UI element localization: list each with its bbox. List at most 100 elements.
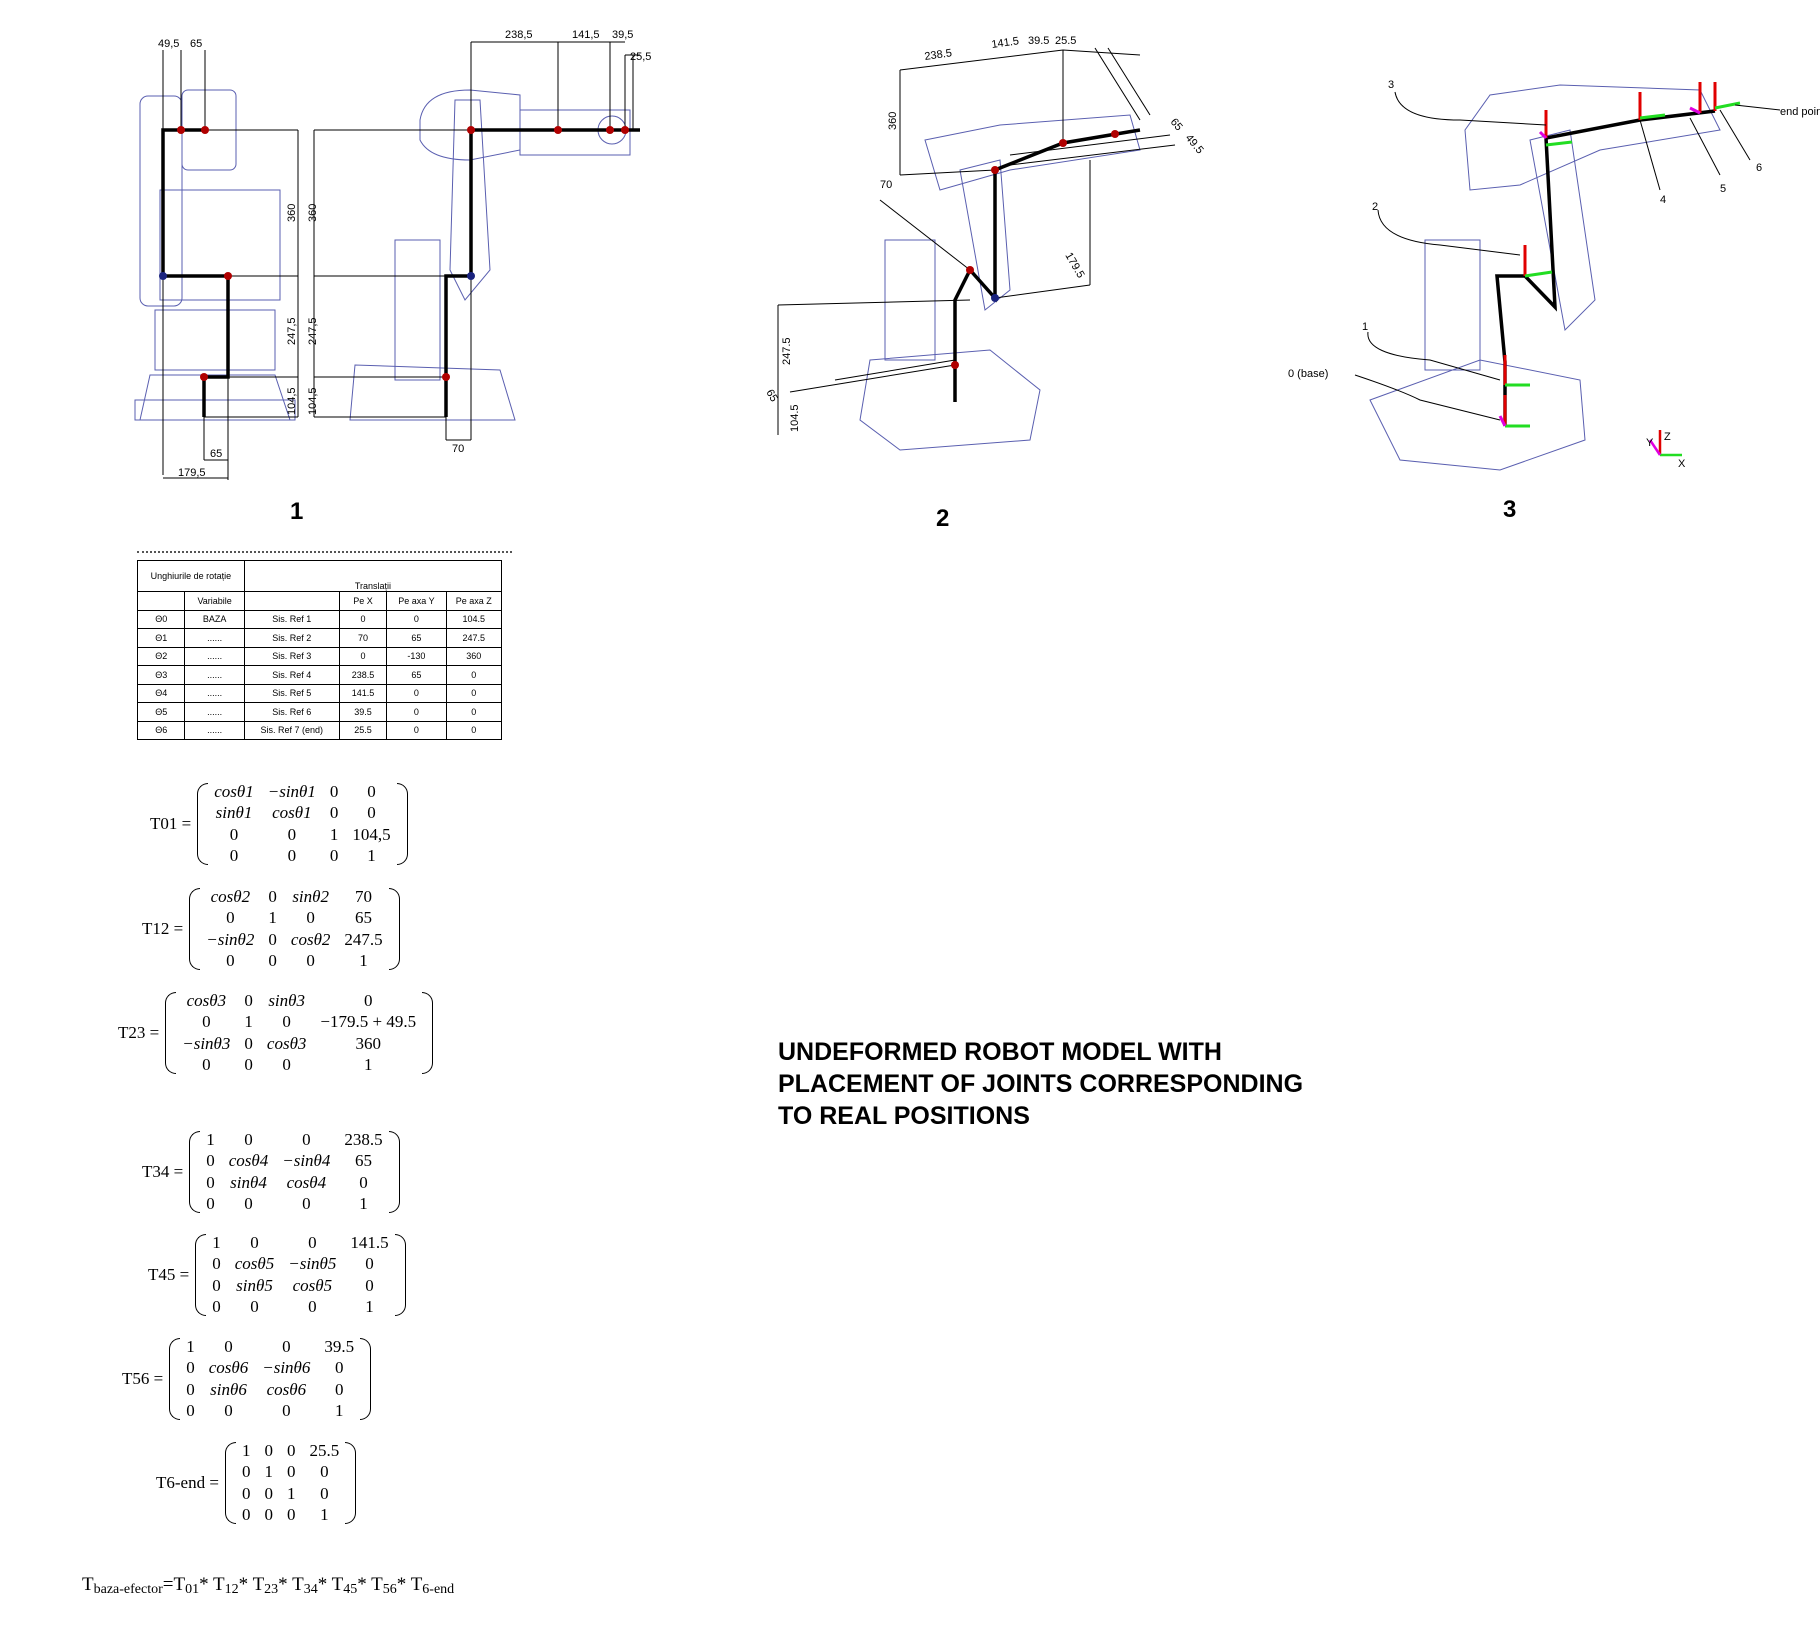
matrix-cell: 0 xyxy=(306,951,315,971)
matrix-cell: cosθ4 xyxy=(228,1151,269,1171)
formula-symbol: T xyxy=(331,1574,344,1595)
matrix-cell: 0 xyxy=(287,846,297,866)
table-cell: 0 xyxy=(386,702,447,722)
dim-label: 104,5 xyxy=(286,387,298,415)
header-cell: Translații xyxy=(243,560,503,592)
matrix-cell: 247.5 xyxy=(344,929,383,949)
formula-subscript: 12 xyxy=(224,1582,239,1597)
dim-label: 141.5 xyxy=(991,35,1020,51)
table-cell: Sis. Ref 7 (end) xyxy=(243,720,340,740)
caption-line: PLACEMENT OF JOINTS CORRESPONDING xyxy=(778,1070,1304,1098)
matrix-cell: 0 xyxy=(364,990,373,1010)
figure-2-joints xyxy=(951,130,1119,369)
matrix-cell: 25.5 xyxy=(309,1440,340,1460)
matrix-cell: 0 xyxy=(226,951,235,971)
formula-subscript: 56 xyxy=(382,1582,397,1597)
matrix-cell: 0 xyxy=(306,908,315,928)
table-cell: 0 xyxy=(386,683,447,703)
matrix-cell: 1 xyxy=(268,908,277,928)
figure-2-number: 2 xyxy=(936,505,950,532)
table-cell: 0 xyxy=(445,683,503,703)
matrix-cell: 0 xyxy=(365,1275,374,1295)
dim-label: 25,5 xyxy=(630,51,651,63)
matrix-cell: cosθ3 xyxy=(266,1033,307,1053)
total-transform-formula: Tbaza-efector=T01* T12* T23* T34* T45* T… xyxy=(82,1574,454,1598)
formula-operator: * xyxy=(317,1574,332,1595)
matrix-label: T6-end = xyxy=(156,1473,219,1492)
joint-label: 5 xyxy=(1720,183,1726,195)
table-cell: Θ1 xyxy=(136,628,186,648)
matrix-cell: 0 xyxy=(212,1275,221,1295)
axis-label-y: Y xyxy=(1646,437,1654,449)
matrix-cell: 0 xyxy=(286,1505,296,1525)
header-cell: Pe X xyxy=(338,591,388,611)
dim-label: 49,5 xyxy=(158,38,179,50)
matrix-cell: 0 xyxy=(186,1358,195,1378)
matrix-cell: 0 xyxy=(202,1055,211,1075)
formula-symbol: T xyxy=(252,1574,265,1595)
matrix-cell: 0 xyxy=(282,1401,291,1421)
matrix-cell: 0 xyxy=(212,1254,221,1274)
matrix-cell: 0 xyxy=(241,1462,251,1482)
matrix-cell: 0 xyxy=(250,1232,259,1252)
matrix-cell: 0 xyxy=(268,951,277,971)
dim-label: 104,5 xyxy=(307,387,319,415)
table-cell: Sis. Ref 2 xyxy=(243,628,340,648)
dim-label: 360 xyxy=(286,204,298,222)
joint-label: 2 xyxy=(1372,201,1378,213)
joint-label: 4 xyxy=(1660,194,1666,206)
table-cell: Θ6 xyxy=(136,720,186,740)
table-cell: ...... xyxy=(184,720,245,740)
matrix-cell: 0 xyxy=(282,1336,291,1356)
matrix-cell: 0 xyxy=(241,1505,251,1525)
table-cell: 25.5 xyxy=(338,720,388,740)
table-cell: 247.5 xyxy=(445,628,503,648)
matrix-cell: 0 xyxy=(282,1055,291,1075)
header-cell: Pe axa Y xyxy=(386,591,447,611)
header-cell: Pe axa Z xyxy=(445,591,503,611)
matrix-cell: −179.5 + 49.5 xyxy=(320,1012,417,1032)
matrix-cell: 0 xyxy=(226,908,235,928)
table-cell: 0 xyxy=(386,609,447,629)
dim-label: 25.5 xyxy=(1055,35,1076,47)
axis-label-x: X xyxy=(1678,458,1686,470)
figure-2-drawing xyxy=(859,114,1141,451)
figure-2-kinematic-chain xyxy=(777,47,1176,435)
matrix-cell: 0 xyxy=(268,886,277,906)
matrix-cell: 0 xyxy=(224,1401,233,1421)
matrix-cell: −sinθ2 xyxy=(206,929,255,949)
table-cell: ...... xyxy=(184,665,245,685)
caption-line: TO REAL POSITIONS xyxy=(778,1102,1030,1130)
table-cell: Sis. Ref 3 xyxy=(243,646,340,666)
matrix-cell: 0 xyxy=(286,1440,296,1460)
matrix-cell: 0 xyxy=(329,803,339,823)
matrix-cell: 360 xyxy=(355,1033,382,1053)
matrix-cell: 0 xyxy=(224,1336,233,1356)
matrix-cell: 0 xyxy=(202,1012,211,1032)
matrix-cell: 0 xyxy=(335,1358,344,1378)
formula-operator: * xyxy=(396,1574,411,1595)
formula-subscript: baza-efector xyxy=(93,1582,163,1597)
header-cell xyxy=(243,591,340,611)
matrix-label: T01 = xyxy=(150,814,192,833)
figure-3-number: 3 xyxy=(1503,496,1517,523)
matrix-cell: 0 xyxy=(264,1483,273,1503)
table-cell: 0 xyxy=(445,665,503,685)
table-cell: Sis. Ref 4 xyxy=(243,665,340,685)
